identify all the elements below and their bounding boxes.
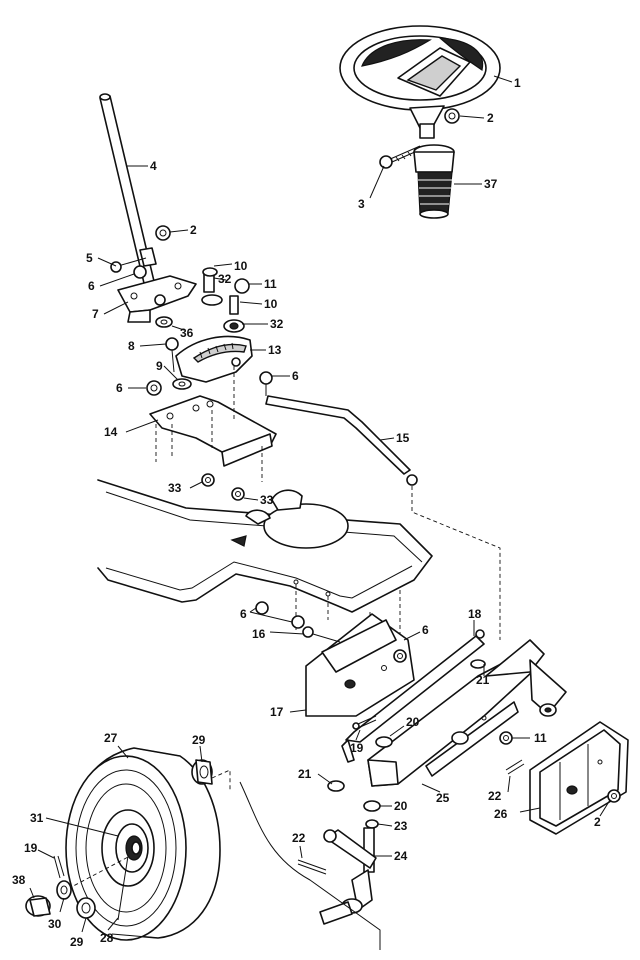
pivot-bolt	[165, 337, 179, 373]
frame-nut	[201, 473, 215, 487]
callout-14: 14	[104, 425, 118, 439]
callout-28: 28	[100, 931, 114, 945]
callout-31: 31	[30, 811, 44, 825]
callout-2: 2	[190, 223, 197, 237]
frame-bolt	[291, 615, 305, 629]
alignment-lines	[61, 769, 231, 893]
cotter-pin-right	[505, 759, 525, 775]
sector-gear	[175, 335, 253, 383]
callout-6: 6	[240, 607, 247, 621]
pinion-gear-stack	[201, 267, 250, 333]
shaft-nut	[155, 225, 171, 241]
callout-5: 5	[86, 251, 93, 265]
steering-shaft	[99, 93, 159, 301]
callout-33: 33	[168, 481, 182, 495]
frame-nut	[231, 487, 245, 501]
hub-cap	[191, 759, 213, 785]
front-axle	[367, 639, 567, 787]
steering-support-bracket	[149, 366, 277, 482]
callout-3: 3	[358, 197, 365, 211]
callout-29: 29	[192, 733, 206, 747]
shaft-bracket	[117, 265, 197, 323]
callout-19: 19	[24, 841, 38, 855]
callout-15: 15	[396, 431, 410, 445]
callout-24: 24	[394, 849, 408, 863]
thrust-washer	[363, 800, 381, 812]
callout-18: 18	[468, 607, 482, 621]
tie-rod	[341, 629, 485, 763]
callout-17: 17	[270, 705, 284, 719]
bearing	[117, 855, 129, 921]
callout-38: 38	[12, 873, 26, 887]
callout-4: 4	[150, 159, 157, 173]
callout-21: 21	[476, 673, 490, 687]
callout-10: 10	[264, 297, 278, 311]
callout-22: 22	[488, 789, 502, 803]
callout-6: 6	[292, 369, 299, 383]
callout-22: 22	[292, 831, 306, 845]
spacer	[172, 378, 192, 390]
callout-6: 6	[116, 381, 123, 395]
steering-spindle	[319, 827, 377, 925]
flange-nut	[146, 380, 162, 396]
chassis-frame	[97, 479, 433, 640]
spindle-washer-small	[365, 819, 379, 829]
callout-25: 25	[436, 791, 450, 805]
callout-32: 32	[218, 272, 232, 286]
axle-mount-bracket	[305, 613, 415, 717]
body-edge	[239, 781, 381, 950]
steering-boot	[413, 144, 455, 219]
callout-21: 21	[298, 767, 312, 781]
steering-wheel	[339, 25, 501, 139]
cotter-pin	[352, 715, 377, 730]
callout-37: 37	[484, 177, 498, 191]
callout-2: 2	[487, 111, 494, 125]
callout-32: 32	[270, 317, 284, 331]
frame-bolt	[255, 601, 269, 615]
axle-washer	[470, 659, 486, 669]
callout-20: 20	[406, 715, 420, 729]
wheel-rim	[101, 809, 155, 887]
dust-cap	[25, 895, 51, 917]
bracket-nut	[393, 649, 407, 663]
callout-labels: 1 2 37 3 4 2 5 6 7 10 32 11 10 32 36 8 1…	[12, 76, 601, 949]
callout-6: 6	[88, 279, 95, 293]
callout-13: 13	[268, 343, 282, 357]
spindle-washer	[375, 736, 393, 748]
callout-1: 1	[514, 76, 521, 90]
axle-cover	[529, 721, 629, 835]
callout-33: 33	[260, 493, 274, 507]
callout-8: 8	[128, 339, 135, 353]
cap-screw	[379, 145, 425, 169]
callout-6: 6	[422, 623, 429, 637]
drag-link	[265, 395, 501, 640]
callout-16: 16	[252, 627, 266, 641]
callout-2: 2	[594, 815, 601, 829]
washer	[155, 316, 173, 328]
axle-nut	[499, 731, 513, 745]
hub-nut	[444, 108, 460, 124]
callout-20: 20	[394, 799, 408, 813]
flange-nut	[259, 371, 273, 396]
callout-30: 30	[48, 917, 62, 931]
cover-nut	[607, 789, 621, 803]
callout-19: 19	[350, 741, 364, 755]
cotter-pin-lower	[297, 859, 327, 875]
callout-36: 36	[180, 326, 194, 340]
callout-7: 7	[92, 307, 99, 321]
callout-9: 9	[156, 359, 163, 373]
leader-lines	[29, 75, 611, 933]
wheel-bushing	[76, 897, 96, 919]
callout-27: 27	[104, 731, 118, 745]
callout-10: 10	[234, 259, 248, 273]
callout-23: 23	[394, 819, 408, 833]
callout-11: 11	[534, 731, 547, 745]
axle-bolt	[302, 626, 341, 643]
callout-11: 11	[264, 277, 277, 291]
callout-29: 29	[70, 935, 84, 949]
wheel-washer	[56, 880, 72, 900]
callout-26: 26	[494, 807, 508, 821]
hairpin-clip	[53, 855, 65, 879]
